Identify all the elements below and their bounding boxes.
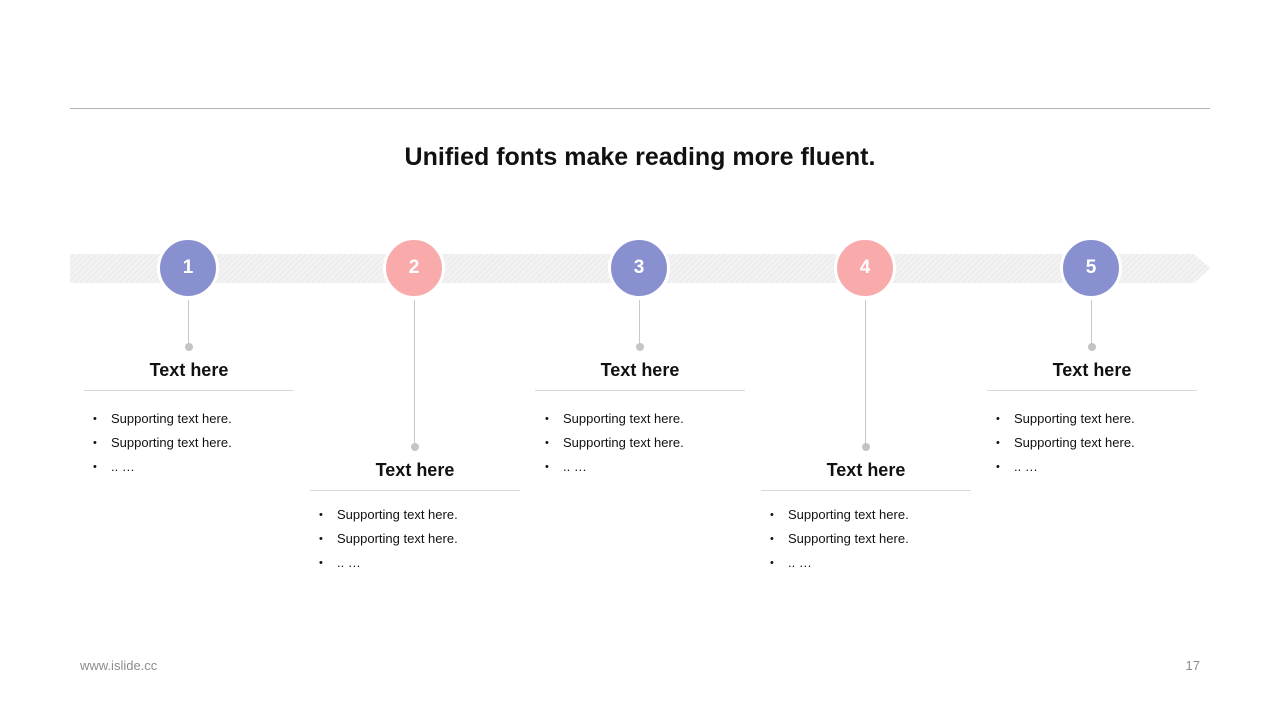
step-3-heading: Text here [600, 360, 680, 380]
step-2-heading: Text here [375, 460, 455, 480]
step-4-bullet: Supporting text here. [770, 507, 970, 531]
step-1-connector [188, 300, 189, 347]
step-3-bullet: .. … [545, 459, 745, 483]
step-5-number: 5 [1085, 257, 1097, 278]
step-3-bullet: Supporting text here. [545, 435, 745, 459]
step-5-bullet: Supporting text here. [996, 435, 1196, 459]
step-5-connector [1091, 300, 1092, 347]
step-1-number: 1 [182, 257, 194, 278]
page-number: 17 [1185, 658, 1200, 673]
footer-url: www.islide.cc [80, 658, 158, 673]
step-3-bullet: Supporting text here. [545, 411, 745, 435]
step-2-circle: 2 [383, 237, 445, 299]
step-4-divider [761, 490, 971, 491]
step-3-connector [639, 300, 640, 347]
step-5-circle: 5 [1060, 237, 1122, 299]
step-4-bullet: Supporting text here. [770, 531, 970, 555]
step-3-dot [636, 343, 644, 351]
slide-title: Unified fonts make reading more fluent. [404, 143, 876, 171]
step-3-divider [535, 390, 745, 391]
step-5-bullets: Supporting text here. Supporting text he… [996, 411, 1196, 483]
step-2-bullets: Supporting text here. Supporting text he… [319, 507, 519, 579]
top-divider [70, 108, 1210, 109]
step-4-dot [862, 443, 870, 451]
step-2-divider [310, 490, 520, 491]
step-4-number: 4 [859, 257, 871, 278]
step-2-dot [411, 443, 419, 451]
step-3-circle: 3 [608, 237, 670, 299]
step-1-dot [185, 343, 193, 351]
step-5-heading: Text here [1052, 360, 1132, 380]
step-1-bullet: .. … [93, 459, 293, 483]
step-2-number: 2 [408, 257, 420, 278]
step-2-bullet: .. … [319, 555, 519, 579]
step-1-bullets: Supporting text here. Supporting text he… [93, 411, 293, 483]
step-4-circle: 4 [834, 237, 896, 299]
step-2-connector [414, 300, 415, 447]
step-2-bullet: Supporting text here. [319, 507, 519, 531]
step-4-connector [865, 300, 866, 447]
step-2-bullet: Supporting text here. [319, 531, 519, 555]
step-5-dot [1088, 343, 1096, 351]
step-1-bullet: Supporting text here. [93, 435, 293, 459]
step-5-divider [987, 390, 1197, 391]
step-3-number: 3 [633, 257, 645, 278]
step-4-bullet: .. … [770, 555, 970, 579]
step-4-heading: Text here [826, 460, 906, 480]
step-1-circle: 1 [157, 237, 219, 299]
step-3-bullets: Supporting text here. Supporting text he… [545, 411, 745, 483]
step-5-bullet: Supporting text here. [996, 411, 1196, 435]
step-1-divider [84, 390, 294, 391]
step-4-bullets: Supporting text here. Supporting text he… [770, 507, 970, 579]
step-5-bullet: .. … [996, 459, 1196, 483]
step-1-heading: Text here [149, 360, 229, 380]
step-1-bullet: Supporting text here. [93, 411, 293, 435]
